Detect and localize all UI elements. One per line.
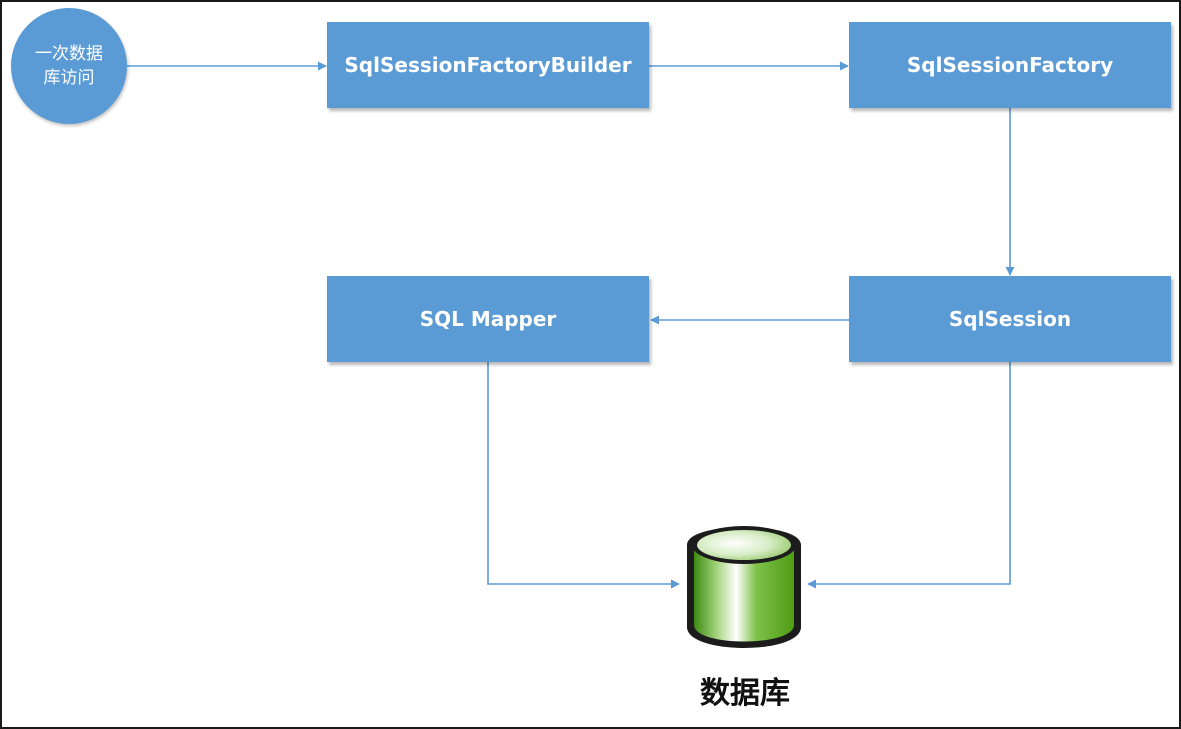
arrow-session-to-database — [807, 362, 1011, 589]
database-label: 数据库 — [700, 676, 790, 711]
database-icon — [687, 526, 801, 648]
sql-mapper-node: SQL Mapper — [327, 276, 649, 362]
arrow-mapper-to-database — [487, 362, 680, 589]
start-node: 一次数据库访问 — [11, 8, 127, 124]
sqlsession-node: SqlSession — [849, 276, 1171, 362]
start-node-label: 一次数据库访问 — [35, 44, 103, 88]
sqlsessionfactory-node: SqlSessionFactory — [849, 22, 1171, 108]
sqlsessionfactorybuilder-node: SqlSessionFactoryBuilder — [327, 22, 649, 108]
